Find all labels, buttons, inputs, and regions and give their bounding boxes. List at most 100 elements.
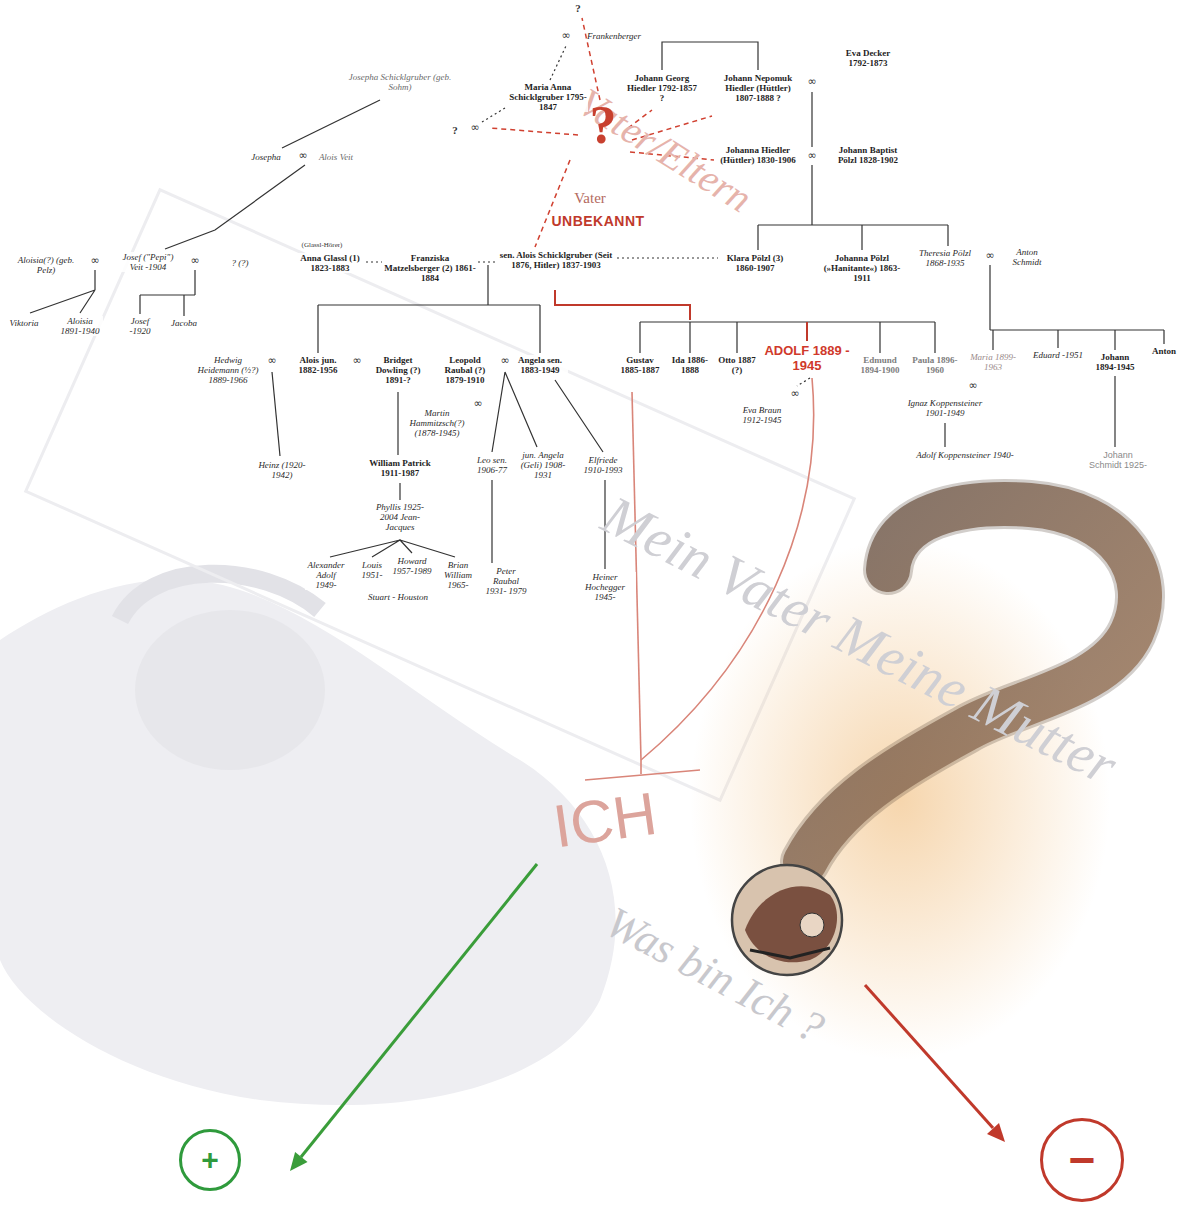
watermark-text: ICH [549, 779, 661, 862]
person-name: Leo sen. 1906-77 [472, 455, 512, 475]
dotted-marriage-lines [617, 257, 718, 258]
dotted-marriage-lines [366, 46, 810, 386]
marriage-symbol: ∞ [561, 30, 570, 41]
person-name: Johann Georg Hiedler 1792-1857 ? [626, 73, 698, 103]
person-name: Otto 1887 (?) [715, 355, 759, 375]
person-name: Ida 1886-1888 [667, 355, 713, 375]
marriage-symbol: ∞ [298, 150, 307, 161]
sign-circle: − [1040, 1118, 1124, 1202]
person-name: Angela sen. 1883-1949 [513, 355, 568, 375]
highlighted-name: ADOLF 1889 - 1945 [764, 343, 850, 373]
person-name: Heinz (1920-1942) [252, 460, 312, 480]
green-arrow [290, 864, 537, 1171]
person-name: Aloisia(?) (geb. Pelz) [15, 255, 77, 275]
family-tree-lines [330, 540, 455, 557]
red-dashed-lines [490, 128, 578, 135]
red-descent-lines [806, 322, 808, 341]
person-name: Gustav 1885-1887 [617, 355, 663, 375]
person-name: Josef -1920 [122, 316, 158, 336]
person-name: Paula 1896-1960 [912, 355, 958, 375]
father-label: Vater [574, 190, 606, 207]
family-tree-lines [492, 372, 603, 452]
person-name: Ignaz Koppensteiner 1901-1949 [899, 398, 991, 418]
family-tree-lines [282, 100, 380, 148]
person-name: Josef ("Pepi") Veit -1904 [118, 252, 178, 272]
name-note: (Glassl-Hörer) [302, 241, 343, 249]
person-name: Theresia Pölzl 1868-1935 [915, 248, 975, 268]
person-name: Viktoria [10, 318, 39, 328]
question-mark-figure [732, 865, 842, 975]
question-mark-figure [750, 948, 830, 958]
red-descent-lines [585, 760, 700, 780]
marriage-symbol: ∞ [90, 255, 99, 266]
person-name: Anton Schmidt [1006, 247, 1048, 267]
dotted-marriage-lines [478, 261, 495, 262]
marriage-symbol: ∞ [267, 355, 276, 366]
person-name: Alexander Adolf 1949- [305, 560, 347, 590]
person-name: Heiner Hochegger 1945- [574, 572, 636, 602]
person-name: Klara Pölzl (3) 1860-1907 [720, 253, 790, 273]
dotted-marriage-lines [550, 46, 566, 80]
marriage-symbol: ∞ [470, 122, 479, 133]
person-name: Johann Schmidt 1925- [1087, 450, 1149, 470]
family-tree-lines [758, 165, 948, 250]
person-name: Franziska Matzelsberger (2) 1861-1884 [383, 253, 478, 283]
question-mark-figure [800, 913, 824, 937]
person-name: Elfriede 1910-1993 [580, 455, 626, 475]
red-dashed-lines [535, 160, 570, 247]
person-name: Phyllis 1925-2004 Jean-Jacques [369, 502, 431, 532]
marriage-symbol: ∞ [985, 250, 994, 261]
family-tree-lines [397, 392, 398, 455]
marriage-symbol: ∞ [473, 398, 482, 409]
question-mark: ? [452, 124, 458, 136]
person-name: Martin Hammitzsch(?) (1878-1945) [407, 408, 467, 438]
question-mark: ? [590, 98, 617, 152]
person-name: Bridget Dowling (?) 1891-? [370, 355, 426, 385]
sign-text: − [1069, 1137, 1096, 1183]
family-tree-lines [491, 480, 492, 563]
person-name: Frankenberger [587, 31, 641, 41]
sign-circle: + [179, 1129, 241, 1191]
person-name: Aloisia 1891-1940 [57, 316, 103, 336]
person-name: Alois Veit [319, 152, 353, 162]
red-arrow [865, 985, 1005, 1142]
person-name: Howard 1957-1989 [390, 556, 434, 576]
person-name: Brian William 1965- [437, 560, 479, 590]
question-mark: ? [575, 2, 581, 14]
person-name: William Patrick 1911-1987 [362, 458, 438, 478]
family-tree-lines [272, 372, 280, 456]
person-name: Edmund 1894-1900 [857, 355, 903, 375]
unknown-label: UNBEKANNT [551, 213, 644, 229]
green-arrow [290, 1152, 308, 1171]
family-tree-lines [30, 270, 95, 313]
portrait-shadow [135, 610, 325, 770]
person-name: Anna Glassl (1) 1823-1883 [295, 253, 365, 273]
family-tree-lines [944, 423, 945, 447]
family-tree-lines [399, 483, 400, 500]
person-name: Anton [1152, 346, 1176, 356]
dotted-marriage-lines [482, 108, 505, 122]
marriage-symbol: ∞ [500, 355, 509, 366]
dotted-marriage-lines [797, 378, 810, 386]
person-name: Peter Raubal 1931- 1979 [483, 566, 529, 596]
person-name: Hedwig Heidemann (½?) 1889-1966 [196, 355, 260, 385]
red-descent-lines [555, 290, 690, 320]
person-name: Eva Decker 1792-1873 [837, 48, 899, 68]
red-arrow [865, 985, 993, 1128]
person-name: Stuart - Houston [368, 592, 428, 602]
person-name: sen. Alois Schicklgruber (Seit 1876, Hit… [496, 250, 616, 270]
person-name: jun. Angela (Geli) 1908-1931 [515, 450, 571, 480]
marriage-symbol: ∞ [352, 355, 361, 366]
dotted-marriage-lines [366, 261, 382, 262]
portrait-shadow [0, 190, 854, 1105]
family-tree-lines [811, 92, 812, 147]
family-tree-lines [990, 265, 1164, 350]
person-name: Louis 1951- [357, 560, 387, 580]
person-name: Johanna Pölzl (»Hanitante«) 1863-1911 [821, 253, 903, 283]
person-name: Jacoba [171, 318, 197, 328]
family-tree-lines [165, 165, 305, 249]
person-name: Maria Anna Schicklgruber 1795-1847 [508, 82, 588, 112]
green-arrow [301, 864, 537, 1157]
